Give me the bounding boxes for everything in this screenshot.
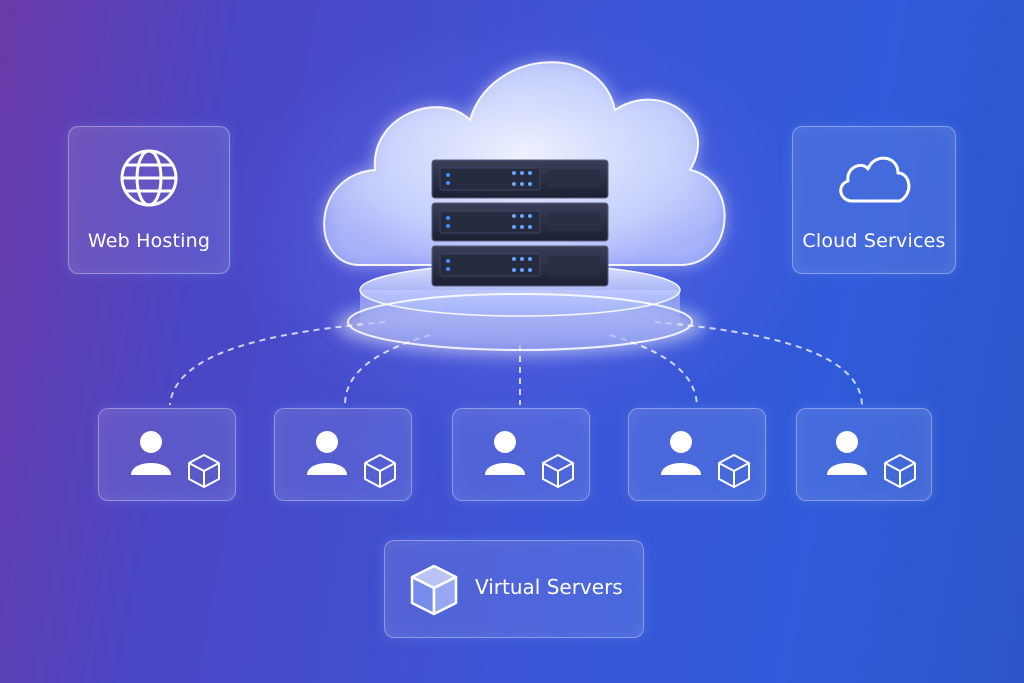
web-hosting-label: Web Hosting bbox=[87, 230, 211, 252]
cube-icon bbox=[410, 564, 458, 616]
virtual-servers-label: Virtual Servers bbox=[475, 575, 623, 599]
user-icon bbox=[827, 431, 867, 475]
server-unit-2 bbox=[431, 202, 609, 242]
server-rack-icon bbox=[431, 159, 609, 287]
user-node-3[interactable] bbox=[452, 408, 590, 501]
user-icon bbox=[661, 431, 701, 475]
user-icon bbox=[485, 431, 525, 475]
user-icon bbox=[307, 431, 347, 475]
cube-icon bbox=[718, 454, 750, 488]
server-unit-1 bbox=[431, 159, 609, 199]
user-node-1[interactable] bbox=[98, 408, 236, 501]
user-node-4[interactable] bbox=[628, 408, 766, 501]
cube-icon bbox=[364, 454, 396, 488]
server-unit-3 bbox=[431, 245, 609, 287]
cloud-services-card[interactable]: Cloud Services bbox=[792, 126, 956, 274]
platform-rim bbox=[347, 293, 693, 351]
user-node-2[interactable] bbox=[274, 408, 412, 501]
cube-icon bbox=[542, 454, 574, 488]
cube-icon bbox=[188, 454, 220, 488]
globe-icon bbox=[120, 149, 178, 207]
cube-icon bbox=[884, 454, 916, 488]
cloud-icon bbox=[839, 156, 911, 203]
virtual-servers-card[interactable]: Virtual Servers bbox=[384, 540, 644, 638]
user-icon bbox=[131, 431, 171, 475]
user-node-5[interactable] bbox=[796, 408, 932, 501]
cloud-services-label: Cloud Services bbox=[802, 230, 946, 252]
web-hosting-card[interactable]: Web Hosting bbox=[68, 126, 230, 274]
